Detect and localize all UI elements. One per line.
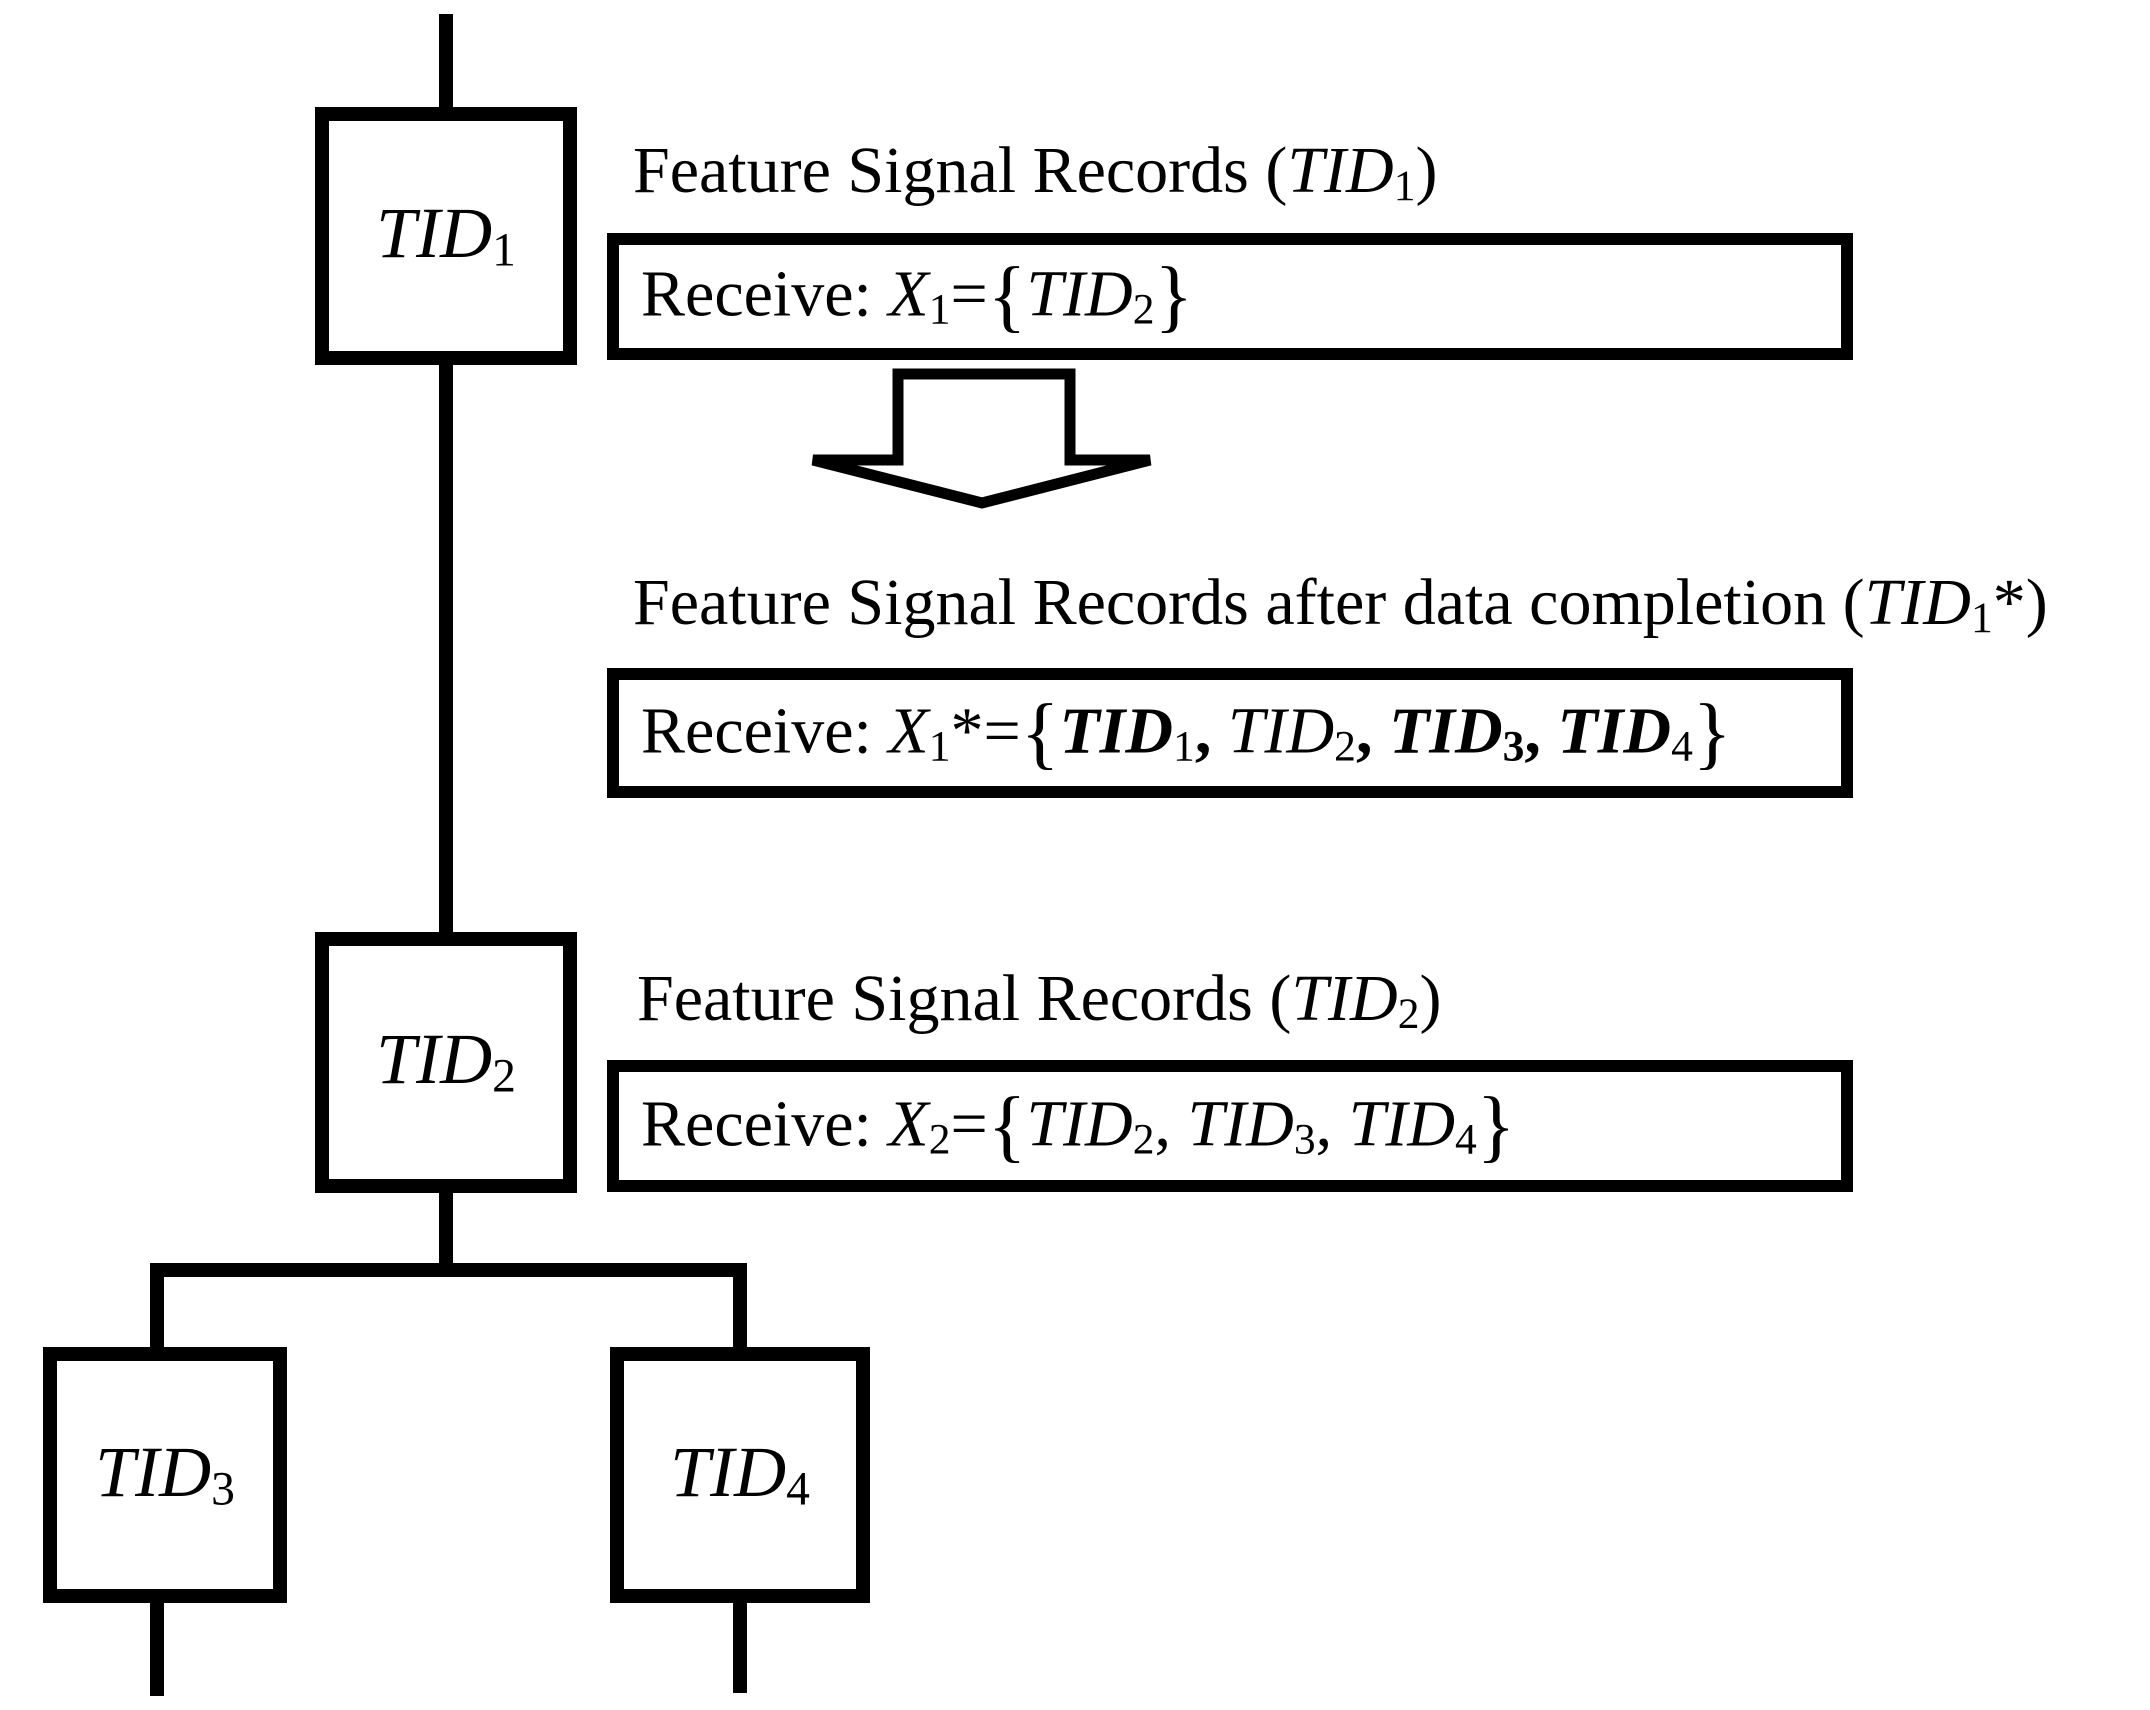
section3-record-box: Receive: X2={TID2, TID3, TID4} — [607, 1060, 1853, 1192]
node-tid4: TID4 — [610, 1347, 870, 1603]
section3-title: Feature Signal Records (TID2) — [637, 962, 1442, 1038]
section3-record-text: Receive: X2={TID2, TID3, TID4} — [641, 1080, 1516, 1170]
connector-line-below-tid4 — [733, 1603, 747, 1693]
connector-line-tid2-branch — [439, 1193, 453, 1270]
connector-line-tid1-tid2 — [439, 365, 453, 932]
connector-line-above-tid1 — [439, 14, 453, 107]
branch-horizontal-line — [150, 1263, 747, 1277]
connector-line-below-tid3 — [150, 1603, 164, 1696]
section1-title: Feature Signal Records (TID1) — [633, 134, 1438, 210]
section1-record-text: Receive: X1={TID2} — [641, 251, 1194, 341]
down-arrow-icon — [811, 368, 1152, 509]
node-tid4-label: TID4 — [670, 1431, 810, 1516]
node-tid3-label: TID3 — [95, 1431, 235, 1516]
node-tid1: TID1 — [315, 107, 577, 365]
section2-record-box: Receive: X1*={TID1, TID2, TID3, TID4} — [607, 668, 1853, 798]
node-tid1-label: TID1 — [376, 192, 516, 277]
section2-record-text: Receive: X1*={TID1, TID2, TID3, TID4} — [641, 687, 1732, 777]
node-tid2-label: TID2 — [376, 1019, 516, 1104]
branch-drop-right-line — [733, 1263, 747, 1347]
node-tid3: TID3 — [43, 1347, 287, 1603]
section2-title: Feature Signal Records after data comple… — [633, 566, 2048, 642]
section1-record-box: Receive: X1={TID2} — [607, 233, 1853, 360]
node-tid2: TID2 — [315, 932, 577, 1193]
branch-drop-left-line — [150, 1263, 164, 1347]
